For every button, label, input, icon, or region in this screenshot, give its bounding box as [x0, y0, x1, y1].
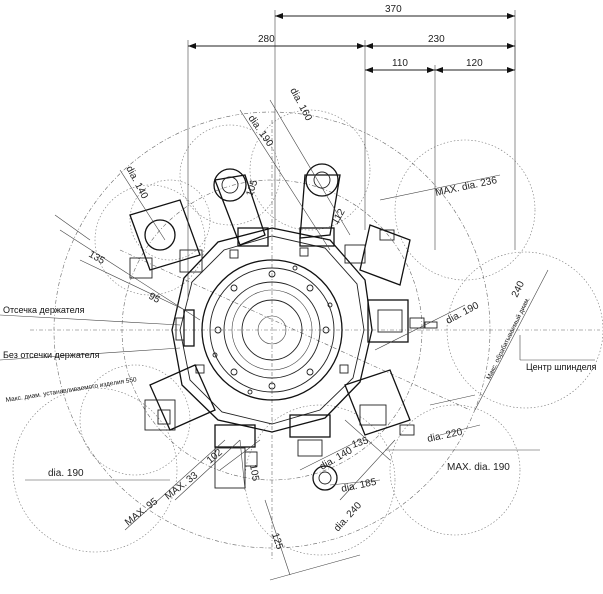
dim-280: 280: [258, 34, 275, 45]
dim-135-bottom: 135: [351, 435, 371, 451]
holder-top-left: [213, 168, 269, 247]
dim-dia-190-left: dia. 190: [48, 468, 84, 479]
holder-lower-right: [344, 369, 415, 436]
dim-max-33: MAX. 33: [163, 470, 200, 503]
dim-105-bottom: 105: [247, 464, 261, 483]
holder-upper-right: [344, 224, 411, 286]
label-holder-cutoff: Отсечка держателя: [3, 305, 85, 315]
center-lines: [30, 120, 600, 560]
dim-230: 230: [428, 34, 445, 45]
label-max-machined-dia: Макс. обрабатываемый диам.: [485, 296, 532, 381]
labels: Отсечка держателя Без отсечки держателя …: [3, 296, 597, 404]
dim-370: 370: [385, 4, 402, 15]
dim-max-dia-236: MAX. dia. 236: [434, 175, 498, 199]
label-no-holder-cutoff: Без отсечки держателя: [3, 350, 100, 360]
dim-max-95: MAX. 95: [123, 496, 160, 529]
turret-body: [171, 227, 373, 433]
dim-112: 112: [330, 207, 348, 227]
holder-bottom-left: [214, 424, 258, 489]
label-max-workpiece-dia: Макс. диам. устанавливаемого изделия 550: [5, 376, 137, 404]
holder-bottom: [289, 414, 338, 491]
dim-dia-160: dia. 160: [287, 86, 314, 123]
dim-dia-220: dia. 220: [426, 427, 464, 445]
label-spindle-center: Центр шпинделя: [526, 362, 597, 372]
dim-110: 110: [392, 58, 408, 69]
dim-max-dia-190: MAX. dia. 190: [447, 462, 510, 473]
dimension-texts: 370 280 230 110 120 dia. 160 dia. 190 di…: [48, 4, 527, 551]
holder-left-block: [129, 199, 203, 279]
dim-125: 125: [269, 532, 285, 552]
dim-dia-190-right: dia. 190: [444, 300, 481, 327]
dim-120: 120: [466, 58, 483, 69]
holder-top: [299, 163, 341, 247]
tool-holders: [129, 163, 438, 491]
holder-left-lower: [144, 364, 216, 431]
dim-dia-190-top: dia. 190: [246, 113, 276, 149]
dimension-lines: [0, 10, 595, 581]
dim-102: 102: [205, 447, 225, 466]
dim-dia-240: dia. 240: [332, 500, 364, 534]
dim-95: 95: [147, 291, 162, 306]
holder-right: [367, 299, 438, 343]
dim-dia-185: dia. 185: [340, 477, 378, 495]
holder-left-middle: [175, 309, 195, 347]
